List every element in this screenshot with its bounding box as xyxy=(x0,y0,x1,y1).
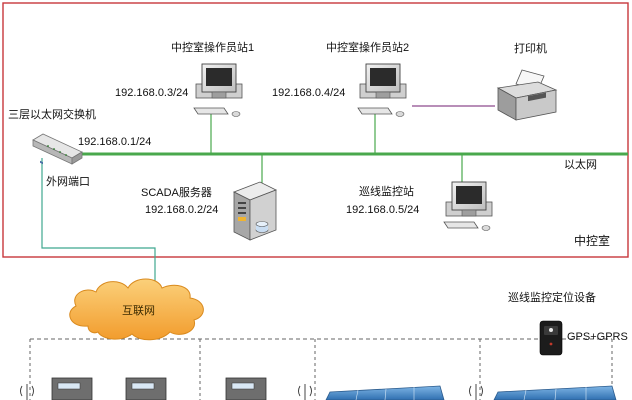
switch-icon xyxy=(32,133,83,165)
gps-gprs-label: GPS+GPRS xyxy=(567,331,628,343)
patrol-station-label: 巡线监控站 xyxy=(359,186,414,198)
control-room-border xyxy=(2,2,629,258)
patrol-station-icon xyxy=(443,181,493,231)
uplink-line xyxy=(41,158,156,305)
patrol-device-title: 巡线监控定位设备 xyxy=(508,292,596,304)
antenna-icon-1 xyxy=(20,384,34,400)
printer-label: 打印机 xyxy=(514,43,547,55)
external-port-label: 外网端口 xyxy=(46,176,90,188)
rtu-cabinet-3-icon xyxy=(225,377,267,400)
patrol-station-ip: 192.168.0.5/24 xyxy=(346,204,420,216)
workstation-1-ip: 192.168.0.3/24 xyxy=(115,87,189,99)
ethernet-label: 以太网 xyxy=(564,159,597,171)
workstation-1-label: 中控室操作员站1 xyxy=(171,42,255,54)
switch-label: 三层以太网交换机 xyxy=(8,109,96,121)
server-label: SCADA服务器 xyxy=(141,187,212,199)
rtu-cabinet-2-icon xyxy=(125,377,167,400)
antenna-icon-3 xyxy=(469,384,483,400)
workstation-2-icon xyxy=(357,63,407,117)
antenna-icon-2 xyxy=(298,384,312,400)
control-room-label: 中控室 xyxy=(574,234,611,248)
server-icon xyxy=(233,181,277,241)
workstation-1-icon xyxy=(193,63,243,117)
server-ip: 192.168.0.2/24 xyxy=(145,204,219,216)
internet-label: 互联网 xyxy=(122,305,155,317)
printer-icon xyxy=(496,69,558,121)
panel-array-1-icon xyxy=(325,385,445,400)
workstation-2-label: 中控室操作员站2 xyxy=(326,42,410,54)
switch-ip: 192.168.0.1/24 xyxy=(78,136,152,148)
internet-cloud-icon xyxy=(69,278,204,341)
panel-array-2-icon xyxy=(493,385,617,400)
rtu-cabinet-1-icon xyxy=(51,377,93,400)
workstation-2-ip: 192.168.0.4/24 xyxy=(272,87,346,99)
gps-device-icon xyxy=(539,320,563,356)
